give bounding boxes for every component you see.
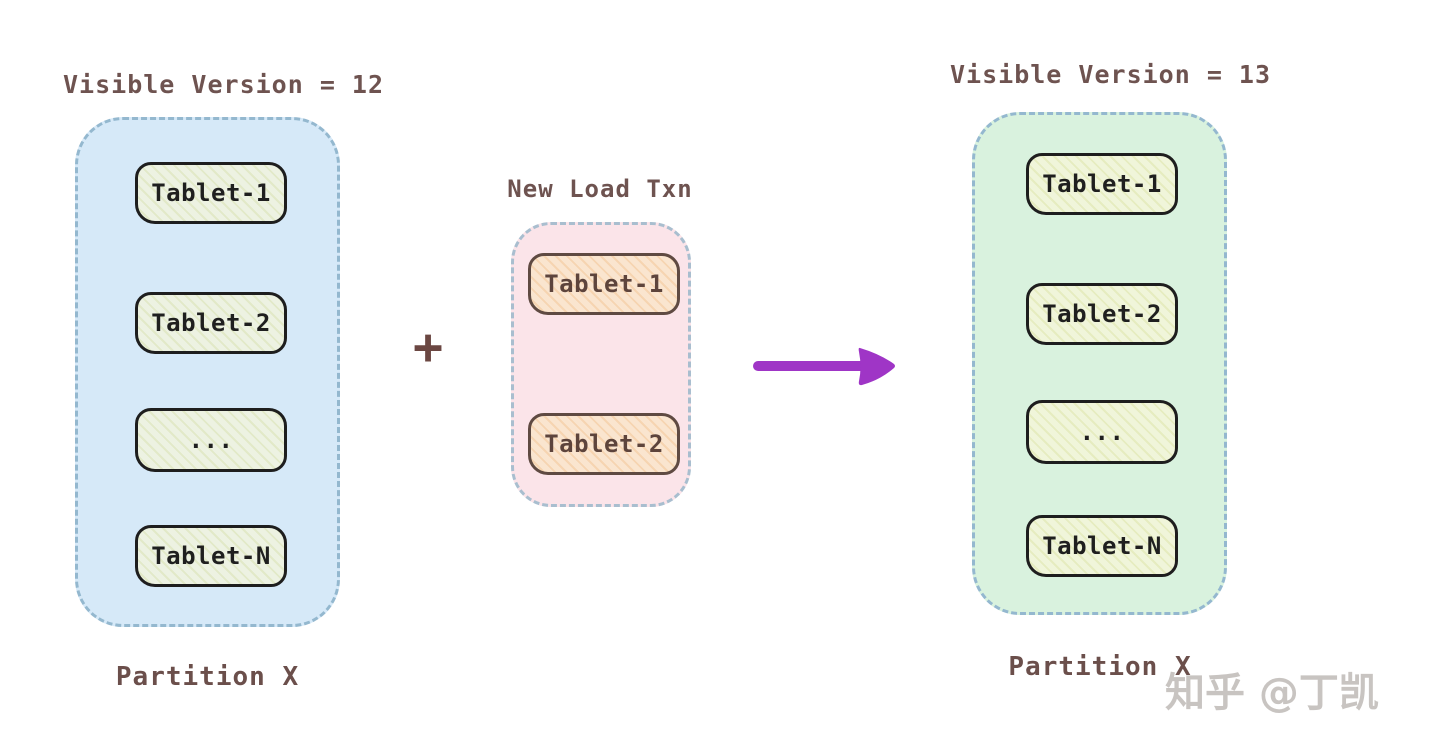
tablet-ellipsis-box: ... [1026,400,1178,464]
left-partition-container: Tablet-1 Tablet-2 ... Tablet-N [75,117,340,627]
tablet-box: Tablet-N [1026,515,1178,577]
plus-sign: + [412,318,444,376]
right-panel-title: Visible Version = 13 [950,60,1272,89]
tablet-box: Tablet-1 [1026,153,1178,215]
right-partition-label: Partition X [1008,652,1192,682]
zhihu-watermark: 知乎 @丁凯 [1165,670,1379,716]
transform-arrow-icon [752,340,902,396]
left-panel-title: Visible Version = 12 [63,70,385,99]
tablet-box: Tablet-2 [135,292,287,354]
tablet-box: Tablet-1 [528,253,680,315]
tablet-ellipsis-box: ... [135,408,287,472]
new-load-txn-container: Tablet-1 Tablet-2 [511,222,691,507]
right-partition-container: Tablet-1 Tablet-2 ... Tablet-N [972,112,1227,615]
middle-panel-title: New Load Txn [507,175,693,203]
left-partition-label: Partition X [115,662,300,692]
tablet-box: Tablet-N [135,525,287,587]
tablet-box: Tablet-2 [1026,283,1178,345]
tablet-box: Tablet-1 [135,162,287,224]
tablet-box: Tablet-2 [528,413,680,475]
